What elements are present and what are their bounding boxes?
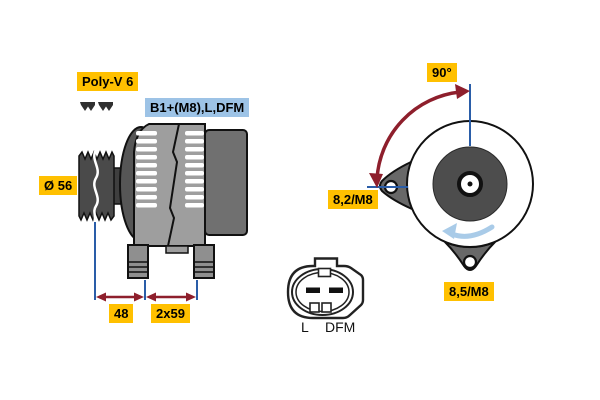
break-line bbox=[92, 149, 99, 224]
mounting-feet bbox=[127, 244, 215, 279]
connector-key-top bbox=[317, 267, 332, 278]
pin-l-label: L bbox=[301, 319, 309, 335]
shaft-center bbox=[467, 181, 473, 187]
connector-key-bottom-right bbox=[321, 302, 332, 313]
dimension-arrows bbox=[96, 292, 196, 302]
pulley bbox=[78, 149, 115, 224]
bottom-lug-hole bbox=[462, 254, 478, 270]
counterclockwise-rotation-arrow-icon bbox=[442, 223, 495, 239]
vent-slots-rear bbox=[185, 131, 204, 208]
housing-bottom-step bbox=[165, 245, 189, 254]
mounting-angle-label: 90° bbox=[427, 63, 457, 82]
poly-v-belt-profile-icon bbox=[80, 102, 113, 111]
connector-pin-l bbox=[306, 287, 320, 293]
vent-slots-front bbox=[136, 131, 157, 208]
connector-key-bottom-left bbox=[309, 302, 320, 313]
belt-type-label: Poly-V 6 bbox=[77, 72, 139, 91]
bottom-lug-hole-label: 8,5/M8 bbox=[444, 282, 494, 301]
housing-seam bbox=[167, 123, 180, 247]
terminal-label: B1+(M8),L,DFM bbox=[145, 98, 250, 117]
pin-dfm-label: DFM bbox=[325, 319, 356, 335]
connector-pin-dfm bbox=[329, 287, 343, 293]
90-degree-arc-arrow-icon bbox=[369, 84, 470, 188]
side-lug-hole-label: 8,2/M8 bbox=[328, 190, 378, 209]
alternator-rear-view bbox=[367, 84, 534, 271]
connector-view bbox=[286, 257, 365, 320]
pulley-diameter-label: Ø 56 bbox=[39, 176, 78, 195]
dimension-2x59-label: 2x59 bbox=[151, 304, 190, 323]
dimension-48-label: 48 bbox=[109, 304, 134, 323]
alternator-side-view bbox=[78, 102, 248, 302]
reference-lines bbox=[367, 84, 471, 188]
extension-lines bbox=[94, 222, 198, 300]
rear-cover bbox=[204, 129, 248, 236]
